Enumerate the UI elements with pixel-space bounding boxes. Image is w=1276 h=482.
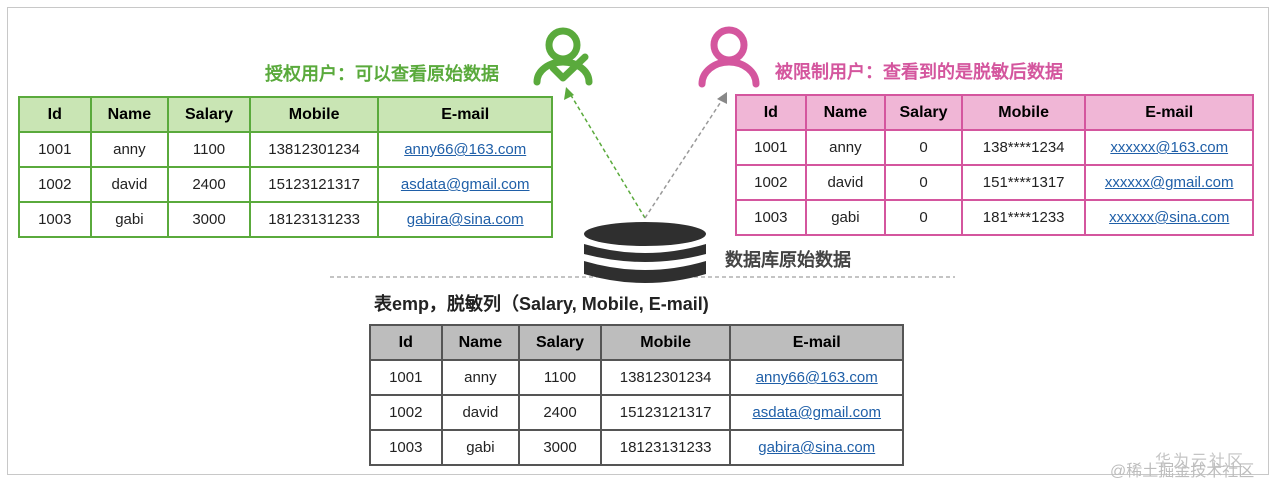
email-cell: xxxxxx@sina.com xyxy=(1084,199,1254,236)
column-header: Id xyxy=(369,324,443,361)
authorized-user-icon xyxy=(533,27,593,86)
table-cell: 181****1233 xyxy=(960,199,1087,236)
watermark-line2: @稀土掘金技术社区 xyxy=(1110,463,1255,480)
email-cell: gabira@sina.com xyxy=(377,201,553,238)
diagram-frame xyxy=(7,7,1269,475)
table-cell: gabi xyxy=(440,429,521,466)
email-link[interactable]: xxxxxx@sina.com xyxy=(1109,209,1230,226)
email-link[interactable]: xxxxxx@163.com xyxy=(1110,139,1229,156)
email-link[interactable]: xxxxxx@gmail.com xyxy=(1104,174,1234,191)
column-header: Mobile xyxy=(248,96,380,133)
table-cell: 1002 xyxy=(18,166,92,203)
table-cell: 1002 xyxy=(369,394,443,431)
column-header: E-mail xyxy=(377,96,553,133)
column-header: Salary xyxy=(518,324,602,361)
arrow-to-authorized xyxy=(568,91,646,219)
watermark-line1: 华为云社区 xyxy=(1155,453,1246,470)
column-header: E-mail xyxy=(1084,94,1254,131)
email-link[interactable]: asdata@gmail.com xyxy=(752,404,882,421)
table-cell: 1001 xyxy=(735,129,807,166)
table-cell: 1003 xyxy=(18,201,92,238)
table-cell: 1001 xyxy=(18,131,92,168)
column-header: Mobile xyxy=(960,94,1087,131)
table-cell: anny xyxy=(440,359,521,396)
table-cell: 3000 xyxy=(167,201,251,238)
restricted-user-label: 被限制用户：查看到的是脱敏后数据 xyxy=(775,62,1063,82)
arrowhead-restricted xyxy=(717,92,727,104)
database-icon xyxy=(584,222,706,283)
email-cell: asdata@gmail.com xyxy=(377,166,553,203)
table-cell: 18123131233 xyxy=(599,429,732,466)
column-header: Mobile xyxy=(599,324,732,361)
table-cell: 1100 xyxy=(518,359,602,396)
table-cell: 2400 xyxy=(167,166,251,203)
table-cell: gabi xyxy=(89,201,170,238)
email-link[interactable]: anny66@163.com xyxy=(755,369,878,386)
column-header: Name xyxy=(440,324,521,361)
email-link[interactable]: gabira@sina.com xyxy=(758,439,876,456)
email-link[interactable]: asdata@gmail.com xyxy=(400,176,530,193)
table-cell: 15123121317 xyxy=(599,394,732,431)
table-caption: 表emp，脱敏列（Salary, Mobile, E-mail) xyxy=(374,294,709,314)
table-cell: 151****1317 xyxy=(960,164,1087,201)
table-cell: 15123121317 xyxy=(248,166,380,203)
authorized-user-label: 授权用户：可以查看原始数据 xyxy=(265,64,499,84)
arrow-to-restricted xyxy=(644,96,725,219)
table-cell: 18123131233 xyxy=(248,201,380,238)
table-cell: david xyxy=(804,164,887,201)
table-cell: 0 xyxy=(884,199,963,236)
table-cell: gabi xyxy=(804,199,887,236)
column-header: Name xyxy=(804,94,887,131)
database-label: 数据库原始数据 xyxy=(725,250,851,270)
table-cell: anny xyxy=(89,131,170,168)
table-cell: 1002 xyxy=(735,164,807,201)
table-cell: david xyxy=(440,394,521,431)
table-cell: 3000 xyxy=(518,429,602,466)
column-header: Salary xyxy=(884,94,963,131)
table-cell: anny xyxy=(804,129,887,166)
table-cell: 1100 xyxy=(167,131,251,168)
column-header: E-mail xyxy=(729,324,904,361)
email-cell: xxxxxx@gmail.com xyxy=(1084,164,1254,201)
table-cell: 0 xyxy=(884,129,963,166)
email-cell: anny66@163.com xyxy=(377,131,553,168)
arrowhead-authorized xyxy=(564,87,574,100)
column-header: Id xyxy=(18,96,92,133)
email-link[interactable]: anny66@163.com xyxy=(404,141,527,158)
table-cell: 1003 xyxy=(735,199,807,236)
column-header: Name xyxy=(89,96,170,133)
column-header: Salary xyxy=(167,96,251,133)
restricted-user-icon xyxy=(698,26,760,88)
email-cell: asdata@gmail.com xyxy=(729,394,904,431)
table-cell: 138****1234 xyxy=(960,129,1087,166)
email-cell: anny66@163.com xyxy=(729,359,904,396)
table-cell: 1001 xyxy=(369,359,443,396)
email-cell: xxxxxx@163.com xyxy=(1084,129,1254,166)
table-cell: 13812301234 xyxy=(599,359,732,396)
table-cell: 13812301234 xyxy=(248,131,380,168)
table-cell: 2400 xyxy=(518,394,602,431)
column-header: Id xyxy=(735,94,807,131)
email-cell: gabira@sina.com xyxy=(729,429,904,466)
email-link[interactable]: gabira@sina.com xyxy=(406,211,524,228)
table-cell: 1003 xyxy=(369,429,443,466)
table-cell: 0 xyxy=(884,164,963,201)
table-cell: david xyxy=(89,166,170,203)
